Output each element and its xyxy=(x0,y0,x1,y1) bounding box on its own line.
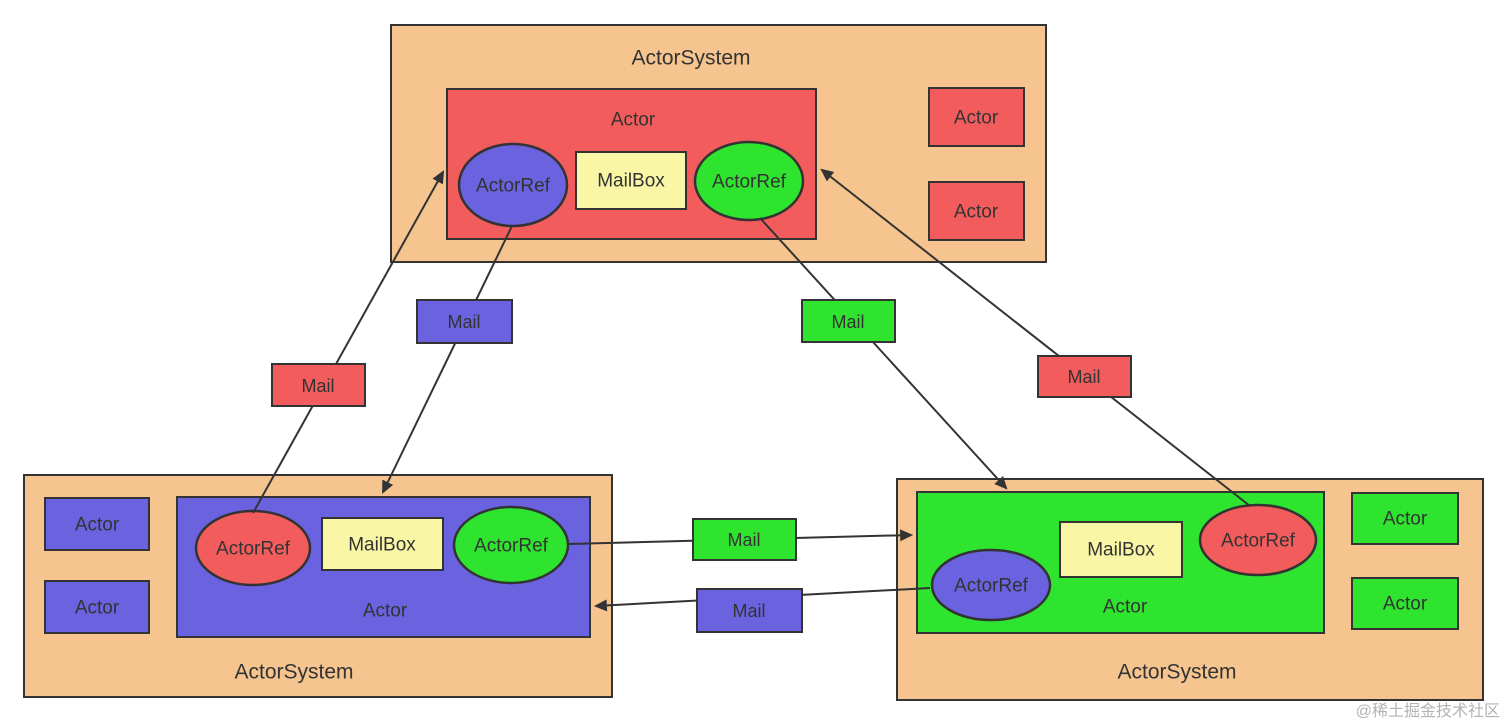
bottom-right-actor-system-title: ActorSystem xyxy=(1117,661,1236,684)
mail-label-blue-middle: Mail xyxy=(732,601,765,621)
top-small-actor-box-2 xyxy=(928,181,1025,241)
mail-nodes: Mail Mail Mail Mail Mail Mail xyxy=(271,299,1132,633)
bottom-right-left-actorref-ellipse xyxy=(930,548,1052,622)
bottom-left-actor-system-title: ActorSystem xyxy=(234,661,353,684)
bottom-left-mailbox-label: MailBox xyxy=(348,535,416,556)
bottom-right-actor-system: ActorSystem Actor ActorRef MailBox Actor… xyxy=(896,478,1484,701)
arrow-top-to-bottom-right xyxy=(759,217,1008,490)
bottom-left-left-actorref-label: ActorRef xyxy=(216,539,291,560)
mail-label-green-middle: Mail xyxy=(727,530,760,550)
arrow-bottom-right-to-top xyxy=(820,168,1251,507)
bottom-right-mailbox-label: MailBox xyxy=(1087,540,1155,561)
mail-box-red-right xyxy=(1037,355,1132,398)
bottom-left-small-actor-label-2: Actor xyxy=(75,598,120,619)
watermark-text: @稀土掘金技术社区 xyxy=(1356,702,1500,720)
mail-label-blue-top: Mail xyxy=(447,312,480,332)
mail-box-blue-middle xyxy=(696,588,803,633)
bottom-right-right-actorref-ellipse xyxy=(1198,503,1318,577)
arrow-bottom-left-to-top xyxy=(252,170,445,514)
bottom-left-small-actor-box-1 xyxy=(44,497,150,551)
mail-label-red-right: Mail xyxy=(1067,367,1100,387)
bottom-left-small-actor-label-1: Actor xyxy=(75,515,120,536)
bottom-left-mailbox-box xyxy=(321,517,444,571)
top-right-actorref-label: ActorRef xyxy=(712,172,787,193)
mail-box-red-left xyxy=(271,363,366,407)
mail-label-red-left: Mail xyxy=(301,376,334,396)
bottom-right-small-actor-box-1 xyxy=(1351,492,1459,545)
top-right-actorref-ellipse xyxy=(693,140,805,222)
mail-label-green-top: Mail xyxy=(831,312,864,332)
bottom-left-main-actor-label: Actor xyxy=(363,601,408,622)
top-actor-system-title: ActorSystem xyxy=(631,47,750,70)
arrow-top-to-bottom-left xyxy=(382,225,513,494)
top-left-actorref-ellipse xyxy=(457,142,569,228)
bottom-right-small-actor-label-2: Actor xyxy=(1383,594,1428,615)
top-actor-system: ActorSystem Actor ActorRef MailBox Actor… xyxy=(390,24,1047,263)
top-left-actorref-label: ActorRef xyxy=(476,176,551,197)
top-small-actor-label-1: Actor xyxy=(954,108,999,129)
top-mailbox-label: MailBox xyxy=(597,171,665,192)
bottom-left-actor-system: ActorSystem Actor ActorRef MailBox Actor… xyxy=(23,474,613,698)
top-main-actor-label: Actor xyxy=(611,110,656,131)
bottom-left-small-actor-box-2 xyxy=(44,580,150,634)
mail-box-blue-top xyxy=(416,299,513,344)
mail-box-green-top xyxy=(801,299,896,343)
bottom-left-right-actorref-label: ActorRef xyxy=(474,536,549,557)
bottom-right-left-actorref-label: ActorRef xyxy=(954,576,1029,597)
top-mailbox-box xyxy=(575,151,687,210)
bottom-right-small-actor-box-2 xyxy=(1351,577,1459,630)
bottom-left-right-actorref-ellipse xyxy=(452,505,570,585)
bottom-right-right-actorref-label: ActorRef xyxy=(1221,531,1296,552)
bottom-right-main-actor-label: Actor xyxy=(1103,597,1148,618)
bottom-right-small-actor-label-1: Actor xyxy=(1383,509,1428,530)
bottom-right-mailbox-box xyxy=(1059,521,1183,578)
top-small-actor-box-1 xyxy=(928,87,1025,147)
top-small-actor-label-2: Actor xyxy=(954,202,999,223)
mail-box-green-middle xyxy=(692,518,797,561)
